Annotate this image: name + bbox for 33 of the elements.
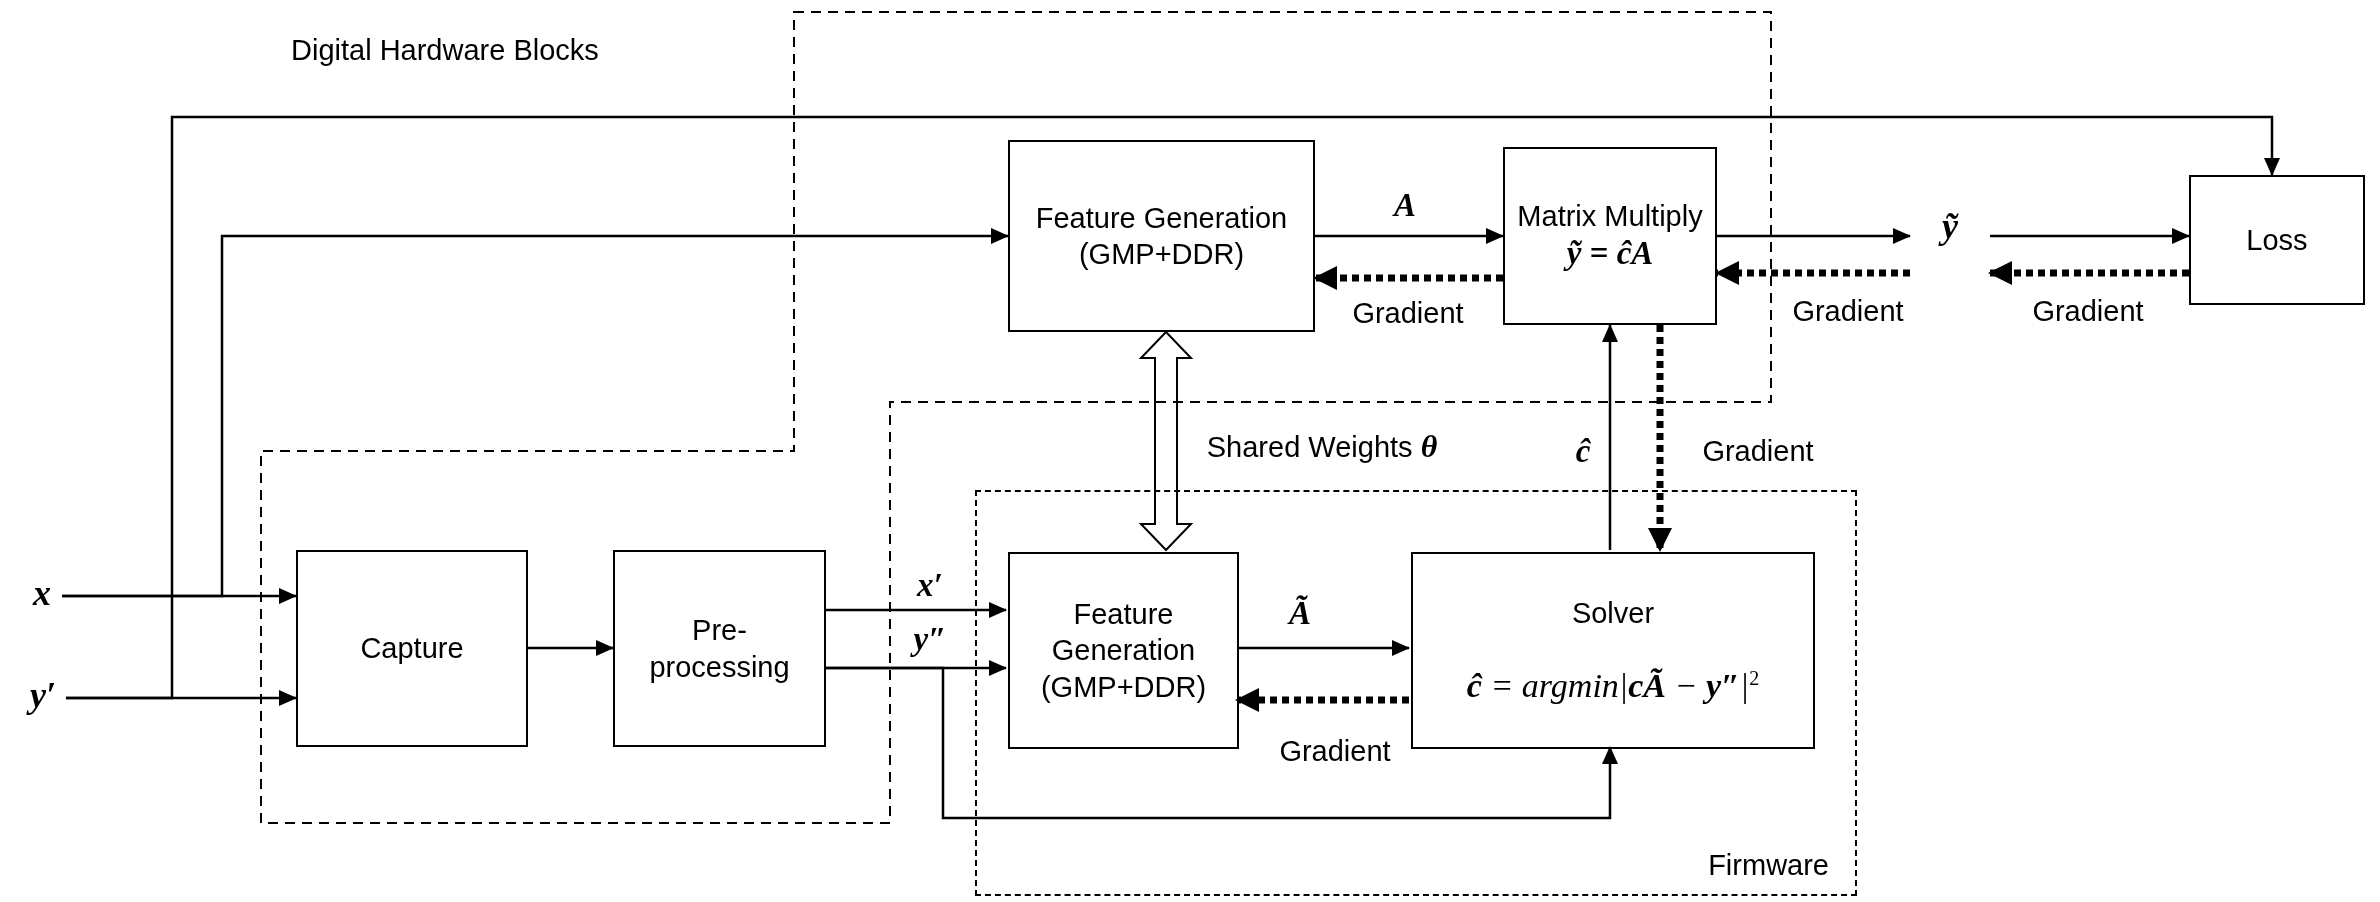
gradient-arrow bbox=[1313, 266, 1503, 290]
arrow bbox=[1990, 228, 2190, 244]
arrow bbox=[1602, 324, 1618, 550]
arrow bbox=[528, 640, 614, 656]
process-box bbox=[296, 550, 528, 747]
process-box bbox=[613, 550, 826, 747]
box-label: Solver bbox=[1571, 596, 1655, 632]
arrow bbox=[1717, 228, 1911, 244]
region-title: Firmware bbox=[1708, 849, 1829, 882]
variable-label: x bbox=[22, 572, 62, 620]
process-box bbox=[1411, 552, 1815, 749]
region-title: Digital Hardware Blocks bbox=[291, 34, 599, 67]
arrow bbox=[826, 666, 1618, 820]
arrow bbox=[66, 115, 2280, 700]
arrow bbox=[826, 602, 1007, 618]
double-arrow bbox=[1138, 330, 1194, 552]
variable-label: ỹ bbox=[1910, 205, 1990, 285]
formula: ĉ = argmin|cÃ − y″|$^{2}$ bbox=[1466, 667, 1760, 706]
process-box bbox=[1008, 140, 1315, 332]
arrow bbox=[1237, 640, 1410, 656]
box-label: Pre- processing bbox=[648, 613, 791, 685]
box-label: Capture bbox=[360, 631, 464, 667]
box-label: Feature Generation (GMP+DDR) bbox=[1034, 200, 1289, 272]
gradient-arrow bbox=[1988, 261, 2189, 285]
box-label: Feature Generation (GMP+DDR) bbox=[1039, 597, 1208, 705]
process-box bbox=[1503, 147, 1717, 325]
arrow bbox=[1315, 228, 1504, 244]
process-box bbox=[2189, 175, 2365, 305]
box-label: Loss bbox=[2246, 222, 2308, 258]
process-box bbox=[1008, 552, 1239, 749]
box-label: Matrix Multiply bbox=[1517, 199, 1703, 235]
variable-label: y′ bbox=[20, 674, 66, 722]
arrow bbox=[62, 228, 1009, 598]
